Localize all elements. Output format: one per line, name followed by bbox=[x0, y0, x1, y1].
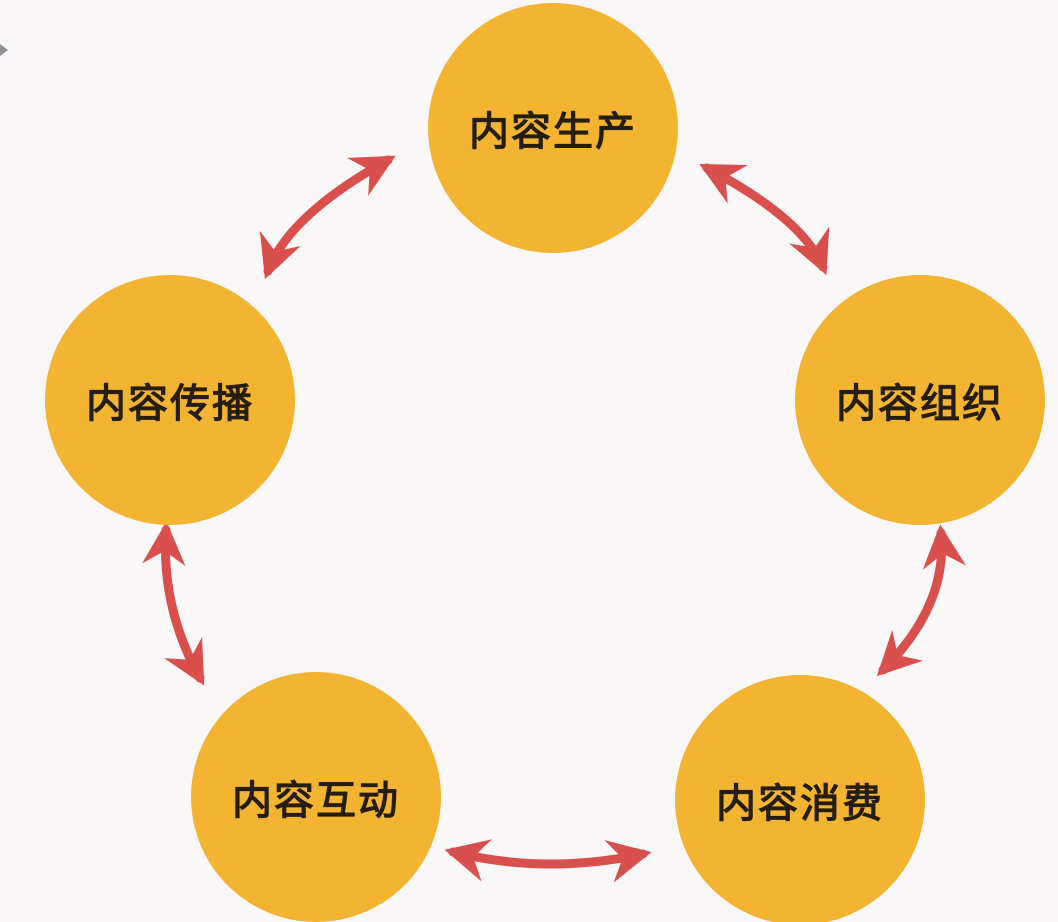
arrow-dissemination-production bbox=[259, 155, 396, 280]
node-content-consumption-label: 内容消费 bbox=[716, 782, 884, 826]
node-content-organization-label: 内容组织 bbox=[836, 382, 1004, 426]
node-content-production: 内容生产 bbox=[428, 3, 678, 253]
arrow-production-organization bbox=[699, 163, 830, 275]
node-content-dissemination: 内容传播 bbox=[45, 275, 295, 525]
arrow-interaction-dissemination bbox=[142, 521, 205, 686]
node-content-interaction-label: 内容互动 bbox=[232, 779, 400, 823]
node-content-production-label: 内容生产 bbox=[469, 110, 637, 154]
node-content-interaction: 内容互动 bbox=[191, 672, 441, 922]
node-content-consumption: 内容消费 bbox=[675, 675, 925, 922]
arrow-organization-consumption bbox=[876, 524, 966, 677]
stray-cursor-mark bbox=[0, 44, 8, 56]
arrow-consumption-interaction bbox=[444, 839, 652, 883]
node-content-dissemination-label: 内容传播 bbox=[86, 382, 254, 426]
node-content-organization: 内容组织 bbox=[795, 275, 1045, 525]
